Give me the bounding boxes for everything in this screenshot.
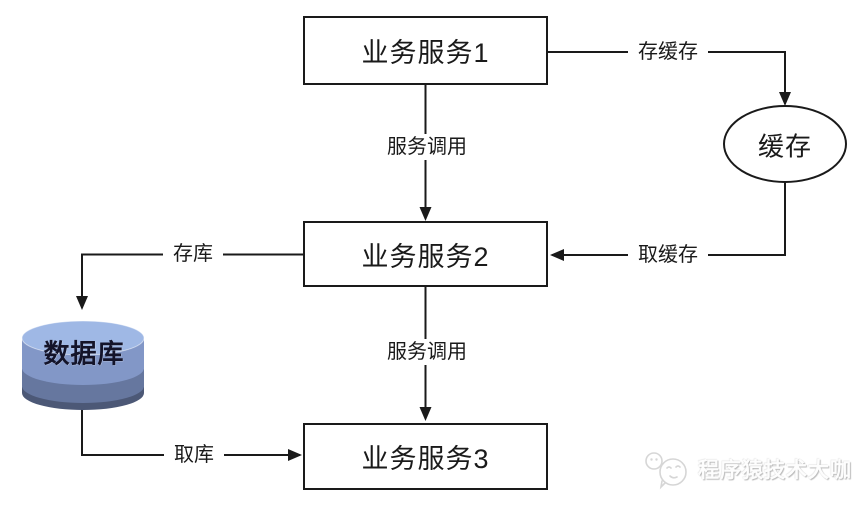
edge-label-service-call-2: 服务调用 — [377, 339, 477, 365]
edge-label-get-db: 取库 — [164, 442, 224, 468]
node-cache-label: 缓存 — [757, 131, 813, 162]
edge-label-store-cache: 存缓存 — [628, 39, 708, 65]
node-database-label: 数据库 — [43, 338, 125, 369]
node-service3: 业务服务3 — [303, 423, 548, 490]
node-service2: 业务服务2 — [303, 221, 548, 287]
database-band-middle — [22, 367, 144, 403]
edge-label-service-call-1: 服务调用 — [377, 134, 477, 160]
monkey-logo-icon — [645, 452, 687, 490]
database-band-bottom — [22, 385, 144, 410]
node-service1-label: 业务服务1 — [361, 38, 490, 68]
watermark: 程序猿技术大咖 — [643, 448, 852, 490]
edge-label-store-db: 存库 — [163, 241, 223, 267]
edge-label-get-cache: 取缓存 — [628, 242, 708, 268]
watermark-text: 程序猿技术大咖 — [698, 459, 852, 482]
node-service3-label: 业务服务3 — [361, 444, 490, 474]
node-service2-label: 业务服务2 — [361, 241, 490, 272]
node-service1: 业务服务1 — [303, 16, 548, 85]
